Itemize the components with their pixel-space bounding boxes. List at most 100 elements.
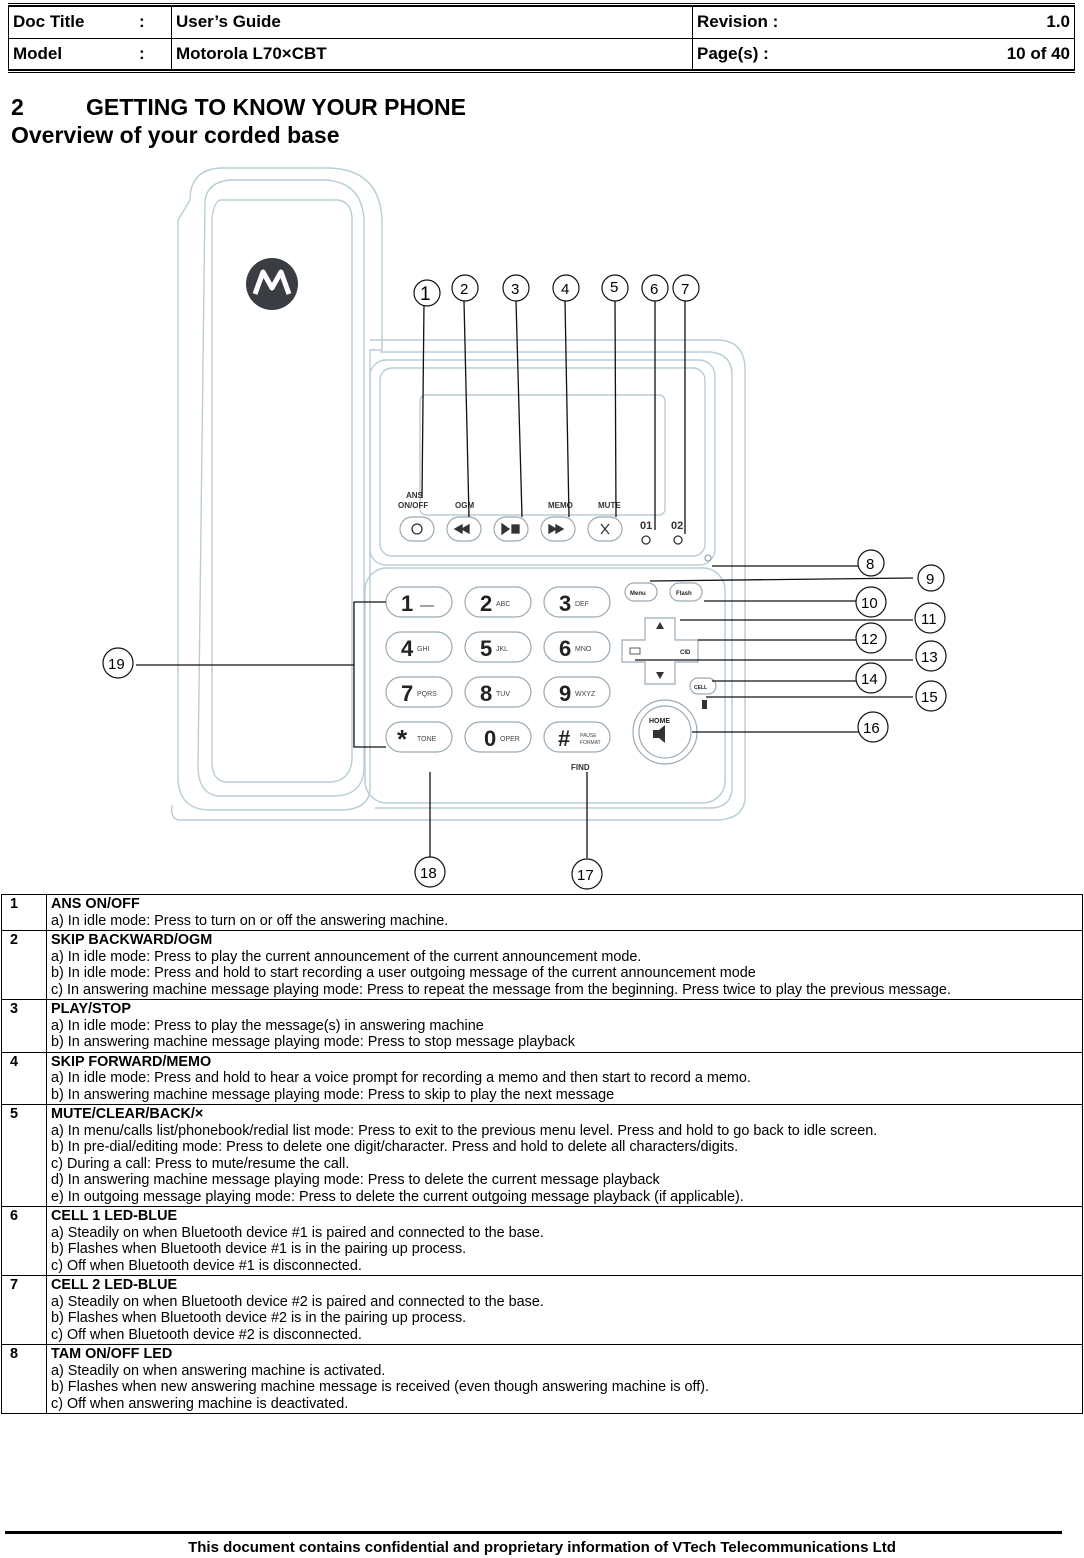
key-0[interactable] [464,721,532,753]
base-outline [170,339,746,821]
key-star-digit: * [397,724,408,754]
callout-12: 12 [855,622,887,654]
ans-onoff-button[interactable] [399,516,435,542]
item-title: MUTE/CLEAR/BACK/× [51,1106,204,1122]
mute-label: MUTE [598,501,621,510]
key-6-letters: MNO [575,646,592,653]
power-icon [411,523,423,535]
callout-2: 2 [451,274,479,302]
key-star[interactable] [385,721,453,753]
key-8-digit: 8 [480,681,492,706]
cell2-label: 02 [671,520,683,532]
item-title: TAM ON/OFF LED [51,1346,173,1362]
section-heading: GETTING TO KNOW YOUR PHONE [86,94,466,120]
callout-16: 16 [857,711,889,743]
key-8-letters: TUV [496,691,510,698]
item-title: CELL 2 LED-BLUE [51,1277,178,1293]
key-6[interactable] [543,631,611,663]
item-line: d) In answering machine message playing … [51,1172,660,1188]
cell1-led [641,535,651,545]
key-5-letters: JKL [496,646,508,653]
svg-text:14: 14 [861,671,878,688]
key-2[interactable] [464,586,532,618]
doc-title-label: Doc Title [8,6,135,39]
item-line: c) During a call: Press to mute/resume t… [51,1155,350,1172]
key-9[interactable] [543,676,611,708]
item-number: 1 [1,894,47,931]
callout-10: 10 [855,586,887,618]
keypad: 1 2 3 4 5 6 7 8 9 * 0 # ABC DEF GHI JKL … [385,586,611,772]
oper-label: OPER [500,736,520,743]
callout-4: 4 [552,274,580,302]
key-7[interactable] [385,676,453,708]
tam-led [704,554,712,562]
item-line: a) Steadily on when answering machine is… [51,1362,386,1379]
item-line: a) In idle mode: Press to play the messa… [51,1017,484,1034]
item-number: 3 [1,999,47,1053]
svg-text:4: 4 [561,281,569,298]
speaker-icon [653,725,665,743]
key-8[interactable] [464,676,532,708]
pause-label: PAUSE [580,733,597,739]
phonebook-icon [629,647,641,655]
item-line: b) In idle mode: Press and hold to start… [51,965,756,981]
key-1-digit: 1 [401,591,413,616]
key-hash[interactable] [543,721,611,753]
doc-title-colon: : [135,6,172,39]
callout-13: 13 [915,640,947,672]
callout-1: 1 [413,279,441,307]
callout-8: 8 [857,549,885,577]
svg-text:15: 15 [921,689,938,706]
nav-cross-button[interactable] [621,617,699,685]
pages-value: 10 of 40 [901,37,1075,70]
tone-label: TONE [417,736,437,743]
ans-onoff-label: ON/OFF [398,501,428,510]
item-line: b) In pre-dial/editing mode: Press to de… [51,1139,739,1155]
item-line: b) In answering machine message playing … [51,1034,575,1050]
cell-button[interactable] [689,677,717,695]
item-number: 8 [1,1344,47,1414]
item-title: SKIP FORWARD/MEMO [51,1053,212,1070]
item-line: c) Off when Bluetooth device #2 is disco… [51,1326,362,1343]
key-6-digit: 6 [559,636,571,661]
ans-label: ANS [406,491,424,500]
footer-confidential-notice: This document contains confidential and … [188,1539,896,1556]
item-line: a) In idle mode: Press and hold to hear … [51,1070,751,1086]
key-4[interactable] [385,631,453,663]
forward-icon [548,523,565,535]
callout-19: 19 [102,647,134,679]
svg-text:9: 9 [926,571,934,588]
doc-title-value: User’s Guide [171,6,693,39]
cell-label: CELL [694,685,707,691]
memo-label: MEMO [548,501,573,510]
section-subtitle: Overview of your corded base [11,122,340,148]
item-line: b) Flashes when new answering machine me… [51,1379,710,1395]
item-title: SKIP BACKWARD/OGM [51,932,213,948]
callout-6: 6 [641,274,669,302]
item-number: 6 [1,1206,47,1276]
handset-outline [177,167,383,811]
menu-button[interactable] [624,582,658,602]
item-number: 4 [1,1051,47,1105]
item-line: c) Off when Bluetooth device #1 is disco… [51,1257,362,1274]
key-4-digit: 4 [401,636,414,661]
key-5[interactable] [464,631,532,663]
svg-text:6: 6 [650,281,658,298]
callout-14: 14 [855,662,887,694]
svg-text:10: 10 [861,595,878,612]
callout-5: 5 [601,274,629,302]
pages-label: Page(s) : [692,37,901,70]
svg-text:17: 17 [577,867,594,884]
item-title: CELL 1 LED-BLUE [51,1208,178,1224]
down-arrow-icon [656,672,664,679]
cross-icon [600,523,610,535]
play-stop-button[interactable] [493,516,529,542]
key-1[interactable] [385,586,453,618]
item-number: 2 [1,930,47,1000]
key-3[interactable] [543,586,611,618]
item-title: ANS ON/OFF [51,896,140,912]
flash-button[interactable] [669,582,703,602]
